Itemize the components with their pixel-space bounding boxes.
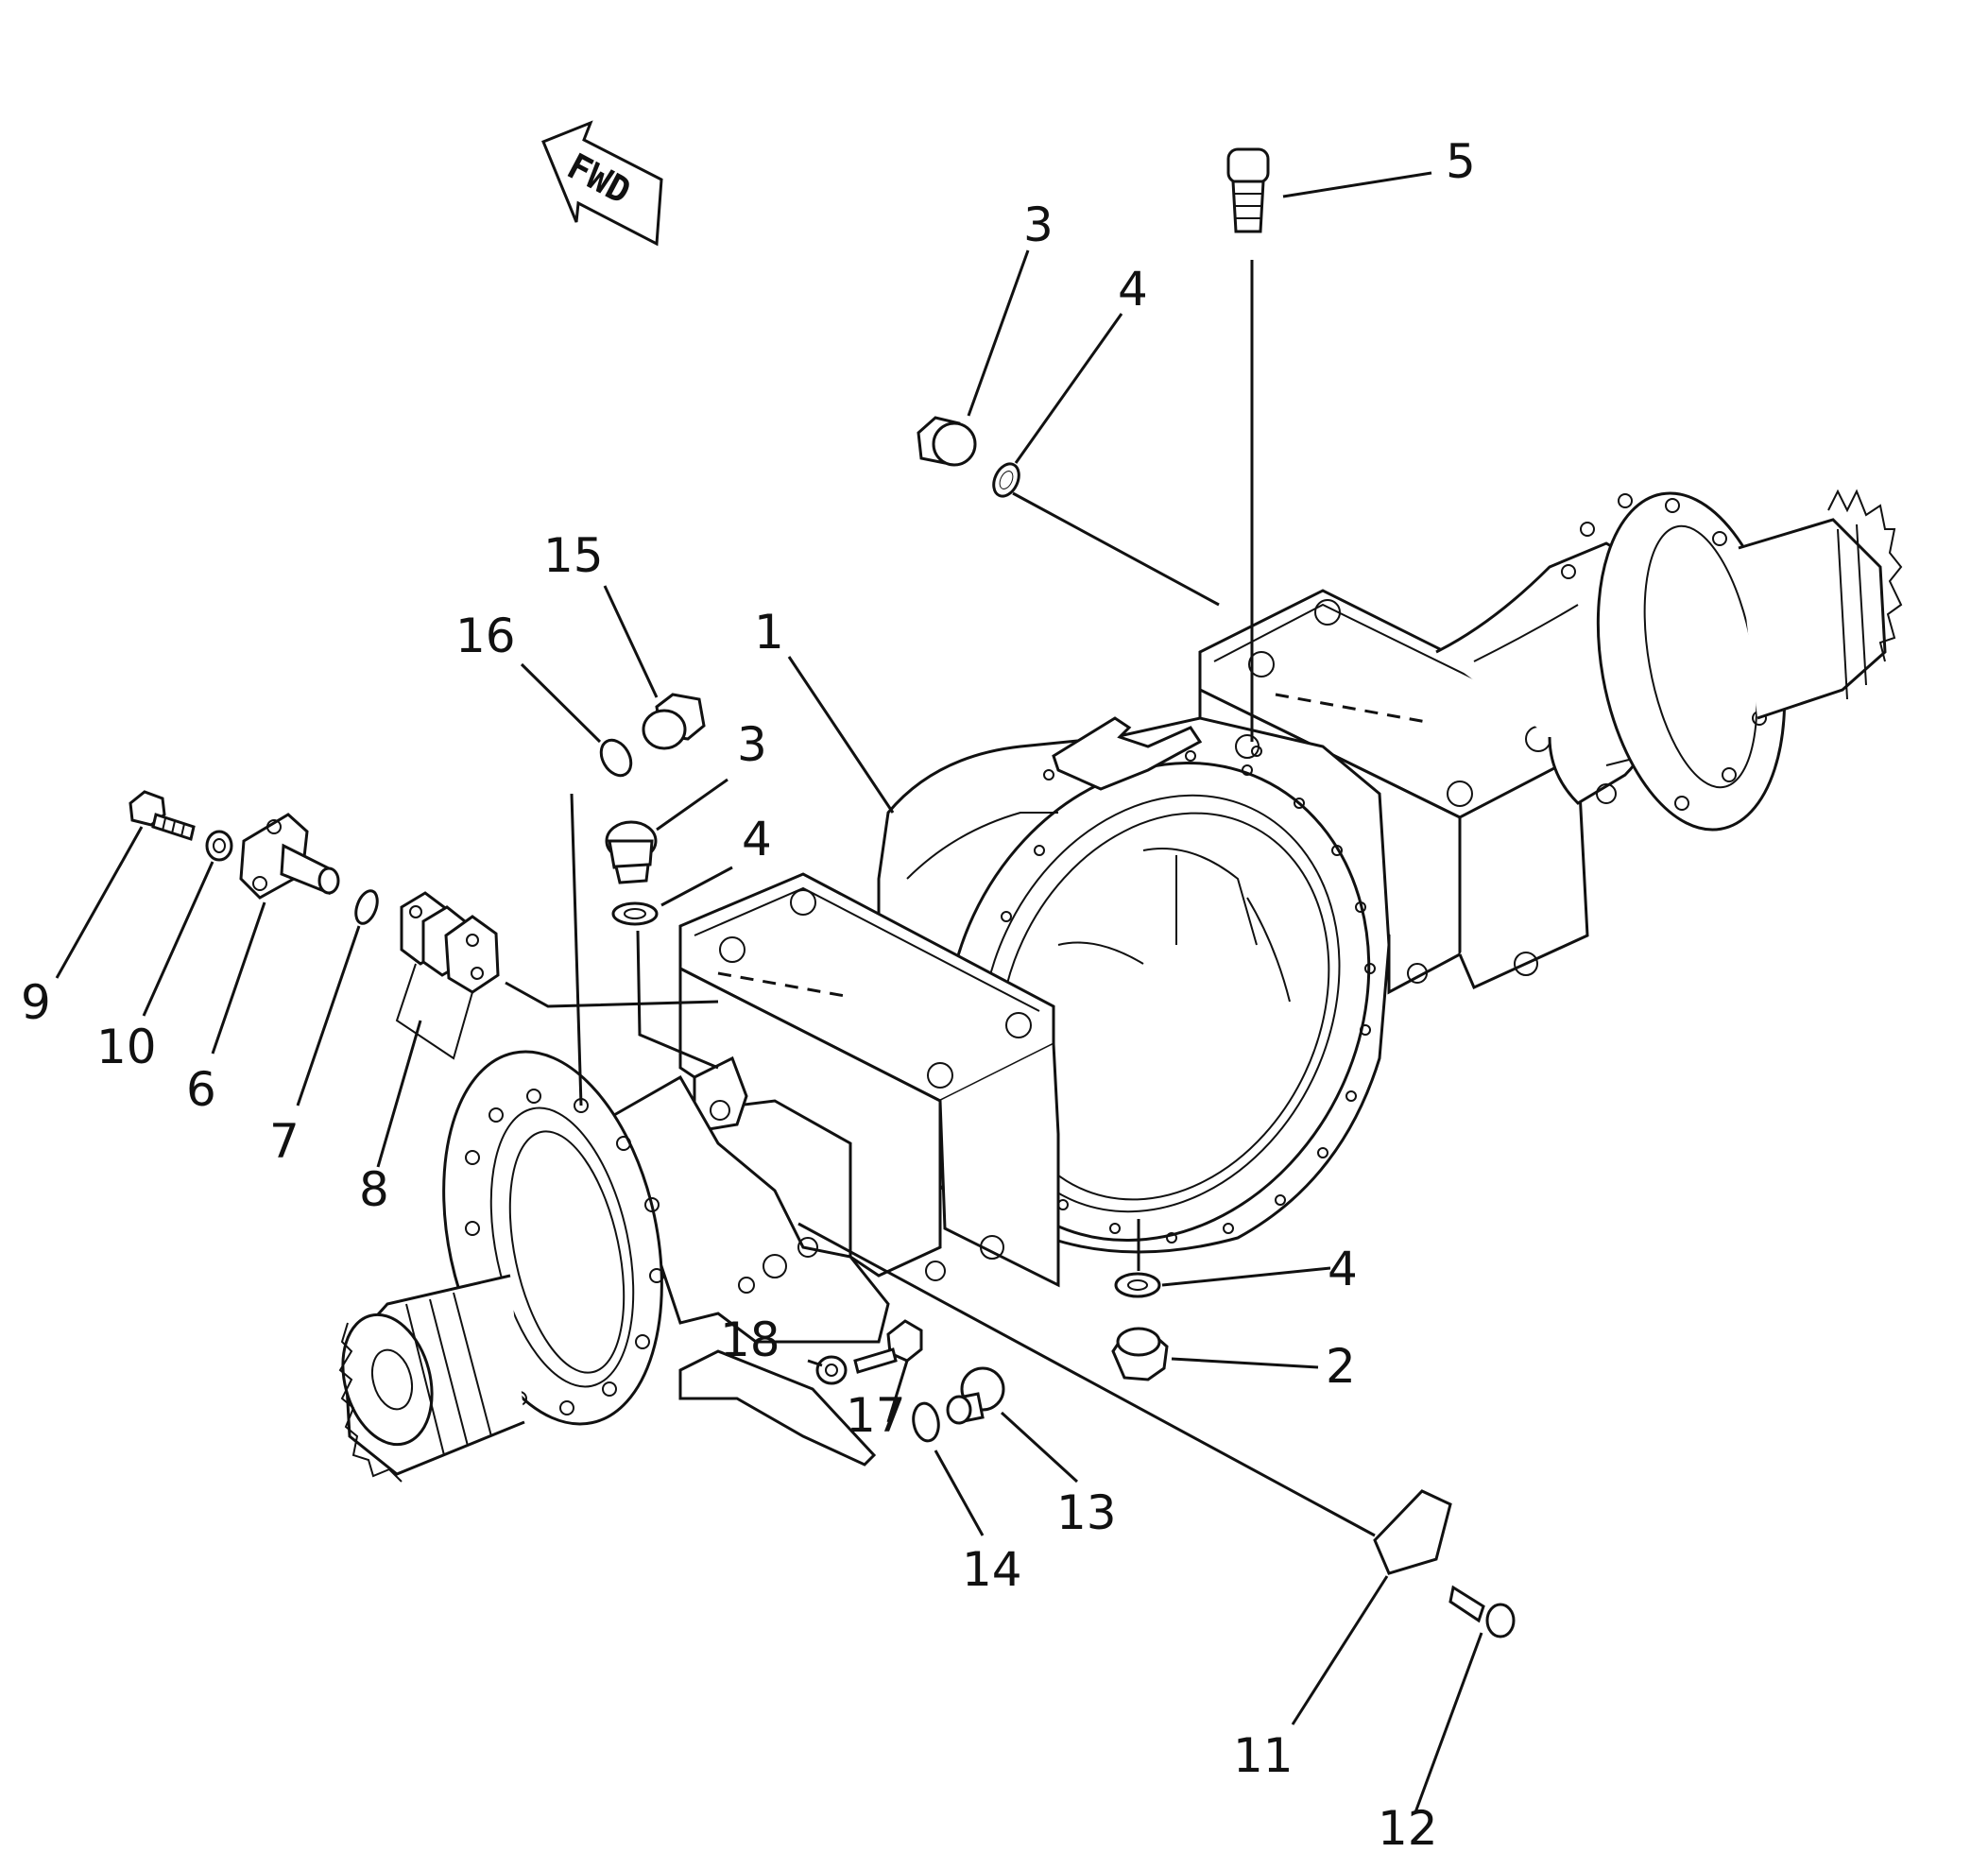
callout-12: 12 (1378, 1801, 1438, 1856)
washer-part-4-lower (1114, 1272, 1161, 1298)
screw-part-12 (1448, 1585, 1516, 1638)
callout-3-top: 3 (1023, 197, 1054, 252)
callout-11: 11 (1233, 1728, 1294, 1783)
axle-housing (338, 489, 1903, 1483)
callout-10: 10 (96, 1020, 157, 1074)
washer-part-10 (205, 830, 233, 862)
callout-8: 8 (359, 1162, 389, 1217)
plug-part-3-middle (605, 820, 658, 884)
callout-13: 13 (1056, 1485, 1117, 1540)
cover-plate-part-11 (1373, 1489, 1452, 1575)
leader-lines (55, 171, 1483, 1813)
callout-5: 5 (1446, 134, 1476, 189)
callout-4-top: 4 (1118, 262, 1148, 317)
washer-part-18 (815, 1355, 848, 1385)
plug-part-13 (946, 1366, 1005, 1425)
callout-15: 15 (543, 528, 604, 583)
washer-part-4-middle (611, 901, 659, 926)
callout-1: 1 (754, 605, 784, 660)
callout-6: 6 (186, 1062, 216, 1117)
callout-14: 14 (962, 1542, 1022, 1597)
shim-part-8 (395, 891, 500, 1060)
callout-3-middle: 3 (737, 717, 767, 772)
o-ring-part-16 (599, 738, 633, 778)
callout-4-lower: 4 (1328, 1242, 1358, 1296)
callout-18: 18 (720, 1312, 780, 1367)
callout-9: 9 (21, 975, 51, 1030)
o-ring-part-14 (912, 1401, 940, 1443)
callout-7: 7 (269, 1114, 300, 1169)
pin-part-6 (239, 813, 340, 900)
breather-part-5 (1226, 147, 1270, 233)
plug-part-15 (642, 693, 706, 750)
callout-16: 16 (455, 609, 516, 663)
bolt-part-17 (853, 1319, 923, 1374)
callout-labels: 5 3 4 15 16 1 3 4 9 10 6 7 8 4 2 18 17 1… (21, 134, 1476, 1856)
o-ring-part-7 (354, 889, 379, 925)
callout-17: 17 (846, 1388, 906, 1443)
callout-4-middle: 4 (742, 812, 772, 866)
plug-part-2 (1111, 1327, 1169, 1381)
bolt-part-9 (129, 790, 196, 841)
fwd-arrow-icon: FWD (541, 120, 663, 247)
callout-2: 2 (1326, 1339, 1356, 1394)
plug-part-3-top (917, 416, 977, 467)
